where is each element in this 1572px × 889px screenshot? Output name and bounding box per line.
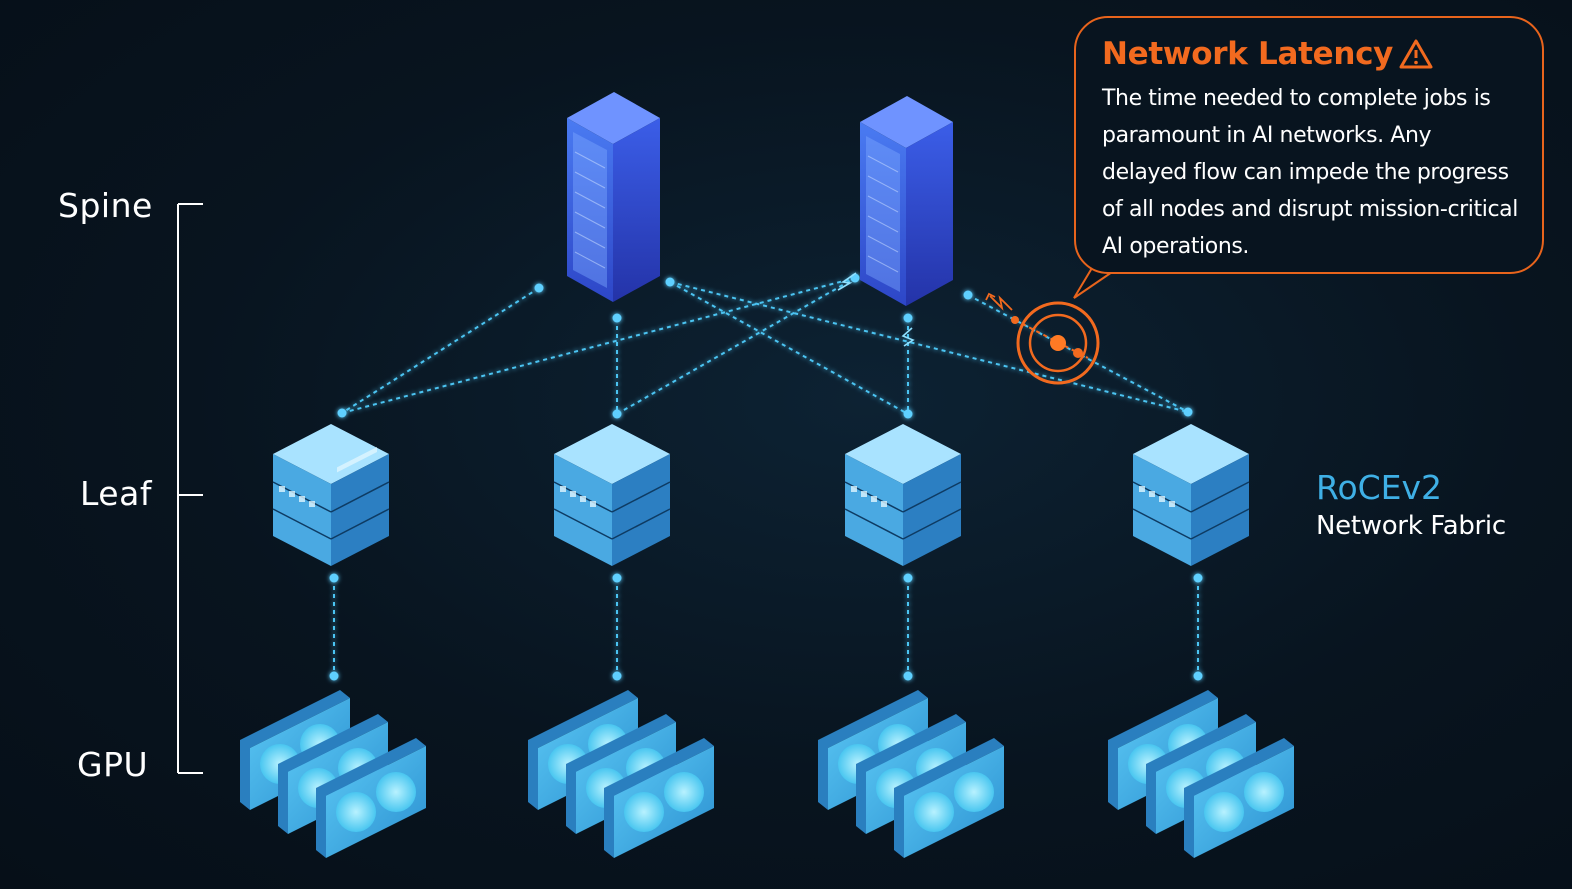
callout-body: The time needed to complete jobs is para… [1102,86,1518,259]
leaf-switch [272,424,390,566]
warning-icon [1399,39,1433,69]
fabric-label: RoCEv2 Network Fabric [1316,468,1506,541]
gpu-cluster [818,690,1004,858]
callout-title: Network Latency [1102,36,1394,72]
leaf-switch [553,424,671,566]
latency-callout: Network Latency The time needed to compl… [1074,16,1544,274]
link-break-icons [837,272,915,347]
spine-leaf-nodes [337,273,1193,419]
leaf-switch [1132,424,1250,566]
gpu-cluster [240,690,426,858]
tier-label-spine: Spine [58,186,153,225]
fabric-title: RoCEv2 [1316,468,1443,507]
spine-server [567,92,660,302]
spine-server [860,96,953,306]
tier-label-leaf: Leaf [80,474,152,513]
gpu-cluster [528,690,714,858]
spine-leaf-links [341,277,1189,415]
tier-label-gpu: GPU [77,745,149,784]
tier-bracket [177,203,203,774]
leaf-gpu-nodes [329,573,1203,681]
leaf-switch [844,424,962,566]
leaf-gpu-links [333,578,1199,676]
gpu-cluster [1108,690,1294,858]
latency-hotspot-icon [985,292,1100,385]
fabric-subtitle: Network Fabric [1316,511,1506,541]
